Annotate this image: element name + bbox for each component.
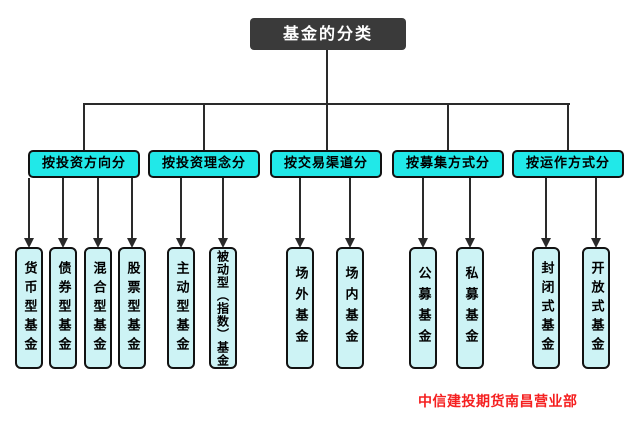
leaf-node: 股票型基金 <box>118 247 146 369</box>
leaf-node: 场外基金 <box>286 247 314 369</box>
category-node: 按交易渠道分 <box>270 150 382 178</box>
down-arrowhead-icon <box>418 238 428 248</box>
down-arrowhead-icon <box>295 238 305 248</box>
down-arrowhead-icon <box>465 238 475 248</box>
connector-line <box>222 178 224 239</box>
connector-line <box>180 178 182 239</box>
leaf-node: 封闭式基金 <box>532 247 560 369</box>
root-node-title: 基金的分类 <box>250 18 406 50</box>
down-arrowhead-icon <box>127 238 137 248</box>
connector-line <box>326 103 328 150</box>
leaf-node: 开放式基金 <box>582 247 610 369</box>
connector-line <box>447 103 449 150</box>
down-arrowhead-icon <box>591 238 601 248</box>
category-node: 按运作方式分 <box>512 150 624 178</box>
connector-line <box>349 178 351 239</box>
category-node: 按募集方式分 <box>392 150 504 178</box>
watermark-text: 中信建投期货南昌营业部 <box>418 394 578 410</box>
down-arrowhead-icon <box>24 238 34 248</box>
down-arrowhead-icon <box>218 238 228 248</box>
connector-line <box>28 178 30 239</box>
connector-line <box>131 178 133 239</box>
leaf-node: 货币型基金 <box>15 247 43 369</box>
connector-line <box>469 178 471 239</box>
connector-line <box>545 178 547 239</box>
connector-line <box>326 50 328 103</box>
connector-line <box>203 103 205 150</box>
connector-line <box>97 178 99 239</box>
leaf-node: 场内基金 <box>336 247 364 369</box>
leaf-node: 被动型（指数）基金 <box>209 247 237 369</box>
connector-line <box>595 178 597 239</box>
leaf-node: 私募基金 <box>456 247 484 369</box>
leaf-node: 公募基金 <box>409 247 437 369</box>
connector-line <box>422 178 424 239</box>
category-node: 按投资方向分 <box>28 150 140 178</box>
leaf-node: 混合型基金 <box>84 247 112 369</box>
down-arrowhead-icon <box>176 238 186 248</box>
down-arrowhead-icon <box>345 238 355 248</box>
connector-line <box>299 178 301 239</box>
leaf-node: 主动型基金 <box>167 247 195 369</box>
down-arrowhead-icon <box>93 238 103 248</box>
leaf-node: 债券型基金 <box>49 247 77 369</box>
connector-line <box>83 103 85 150</box>
category-node: 按投资理念分 <box>148 150 260 178</box>
down-arrowhead-icon <box>541 238 551 248</box>
connector-line <box>567 103 569 150</box>
down-arrowhead-icon <box>58 238 68 248</box>
connector-line <box>62 178 64 239</box>
